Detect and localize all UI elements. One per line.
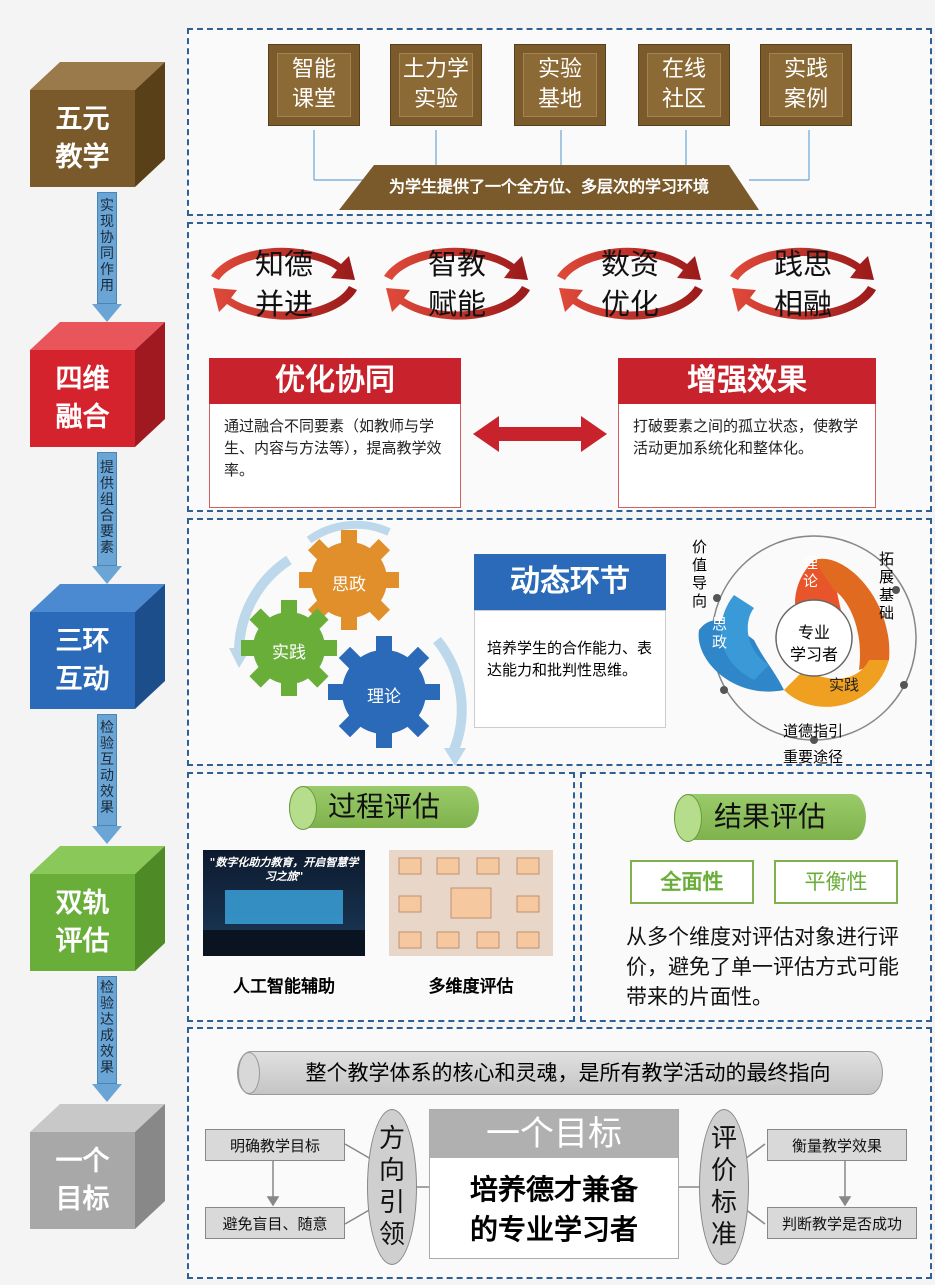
core-banner: 整个教学体系的核心和灵魂，是所有教学活动的最终指向 <box>237 1051 883 1095</box>
cycle-arrows <box>211 247 876 320</box>
tag-comprehensive: 全面性 <box>630 860 754 904</box>
double-arrow-icon <box>473 416 607 452</box>
gear-lilun-label: 理论 <box>367 687 401 707</box>
arrow-3: 检验互动效果 <box>92 714 122 844</box>
cycle-sizheng: 思政 <box>712 615 728 651</box>
direction-oval: 方 向 引 领 <box>367 1109 417 1265</box>
arrow-4: 检验达成效果 <box>92 976 122 1102</box>
cube-wuyuan: 五元 教学 <box>30 62 165 187</box>
cycle-lilun: 理论 <box>803 554 819 590</box>
cycle-center: 专业 学习者 <box>789 623 838 664</box>
enhance-title: 增强效果 <box>618 358 876 404</box>
ring-shuzi: 数资 优化 <box>600 247 659 321</box>
arrow-1: 实现协同作用 <box>92 192 122 322</box>
arrow-label: 检验互动效果 <box>100 720 114 816</box>
boxes-graphic <box>398 857 540 949</box>
plate-practice-cases: 实践 案例 <box>760 44 852 126</box>
optimize-title: 优化协同 <box>209 358 461 404</box>
section-process-eval: 过程评估 "数字化助力教育，开启智慧学习之旅" 人工智能辅助 多维度评估 <box>187 772 575 1022</box>
goal-title: 一个目标 <box>430 1110 678 1158</box>
goal-text: 培养德才兼备 的专业学习者 <box>469 1173 638 1246</box>
avoid-blind-box: 避免盲目、随意 <box>205 1207 345 1239</box>
ai-classroom-image: "数字化助力教育，开启智慧学习之旅" <box>203 850 365 956</box>
ring-zhijiao: 智教 赋能 <box>427 247 486 321</box>
section-three-loops: 思政 实践 理论 动态环节 培养学生的合作能力、表达能力和批判性思维。 专业 学… <box>187 518 932 766</box>
cube-label: 五元 教学 <box>30 90 135 187</box>
arrow-label: 检验达成效果 <box>100 980 114 1076</box>
multi-dim-image <box>389 850 553 956</box>
measure-box: 衡量教学效果 <box>767 1129 907 1161</box>
cube-sanhuan: 三环 互动 <box>30 584 165 709</box>
arrow-label: 提供组合要素 <box>100 460 114 556</box>
connector-lines <box>313 130 810 210</box>
dynamic-text: 培养学生的合作能力、表达能力和批判性思维。 <box>474 610 666 728</box>
arrow-label: 实现协同作用 <box>100 198 114 294</box>
plate-online-community: 在线 社区 <box>638 44 730 126</box>
gears-graphic <box>229 520 467 766</box>
judge-box: 判断教学是否成功 <box>767 1207 917 1239</box>
learner-cycle-graphic <box>698 535 917 744</box>
cube-label: 三环 互动 <box>30 612 135 709</box>
environment-banner: 为学生提供了一个全方位、多层次的学习环境 <box>388 177 709 196</box>
gear-shijian-label: 实践 <box>272 643 306 663</box>
cube-label: 一个 目标 <box>30 1132 135 1229</box>
clear-goal-box: 明确教学目标 <box>205 1129 345 1161</box>
cube-yige: 一个 目标 <box>30 1104 165 1229</box>
cycle-foundation: 拓展基础 <box>879 550 895 622</box>
section-one-goal: 整个教学体系的核心和灵魂，是所有教学活动的最终指向 明确教学目标 避免盲目、随意… <box>187 1027 932 1279</box>
section-environment: 智能 课堂 土力学 实验 实验 基地 在线 社区 实践 案例 为学生提供了一个全… <box>187 28 932 216</box>
standard-oval: 评 价 标 准 <box>699 1109 749 1265</box>
goal-connectors <box>266 1143 852 1225</box>
goal-center-box: 一个目标 培养德才兼备 的专业学习者 <box>429 1109 679 1259</box>
optimize-text: 通过融合不同要素（如教师与学生、内容与方法等），提高教学效率。 <box>209 402 461 508</box>
arrow-2: 提供组合要素 <box>92 452 122 584</box>
cycle-path: 重要途径 <box>782 748 843 766</box>
cube-shuanggui: 双轨 评估 <box>30 846 165 971</box>
cube-siwei: 四维 融合 <box>30 322 165 447</box>
gear-sizheng-label: 思政 <box>332 575 366 595</box>
dynamic-title: 动态环节 <box>474 554 666 610</box>
cube-label: 四维 融合 <box>30 350 135 447</box>
tag-balance: 平衡性 <box>774 860 898 904</box>
result-eval-title: 结果评估 <box>674 794 866 842</box>
section-result-eval: 结果评估 全面性 平衡性 从多个维度对评估对象进行评价，避免了单一评估方式可能带… <box>580 772 932 1022</box>
section-four-dimensions: 知德 并进 智教 赋能 数资 优化 践思 相融 通过融合不同要素（如教师与学生、… <box>187 222 932 512</box>
result-text: 从多个维度对评估对象进行评价，避免了单一评估方式可能带来的片面性。 <box>626 925 899 1009</box>
enhance-text: 打破要素之间的孤立状态，使教学活动更加系统化和整体化。 <box>618 402 876 508</box>
cycle-moral: 道德指引 <box>782 722 843 740</box>
plate-lab-base: 实验 基地 <box>514 44 606 126</box>
cube-label: 双轨 评估 <box>30 874 135 971</box>
plate-soil-lab: 土力学 实验 <box>390 44 482 126</box>
cycle-value: 价值导向 <box>692 538 708 610</box>
ai-caption: 人工智能辅助 <box>233 977 335 997</box>
process-eval-title: 过程评估 <box>289 786 479 830</box>
plate-smart-classroom: 智能 课堂 <box>268 44 360 126</box>
multi-caption: 多维度评估 <box>428 977 514 997</box>
cycle-shijian: 实践 <box>829 676 860 694</box>
ring-jiansi: 践思 相融 <box>773 247 832 321</box>
ring-zhide: 知德 并进 <box>254 247 313 321</box>
